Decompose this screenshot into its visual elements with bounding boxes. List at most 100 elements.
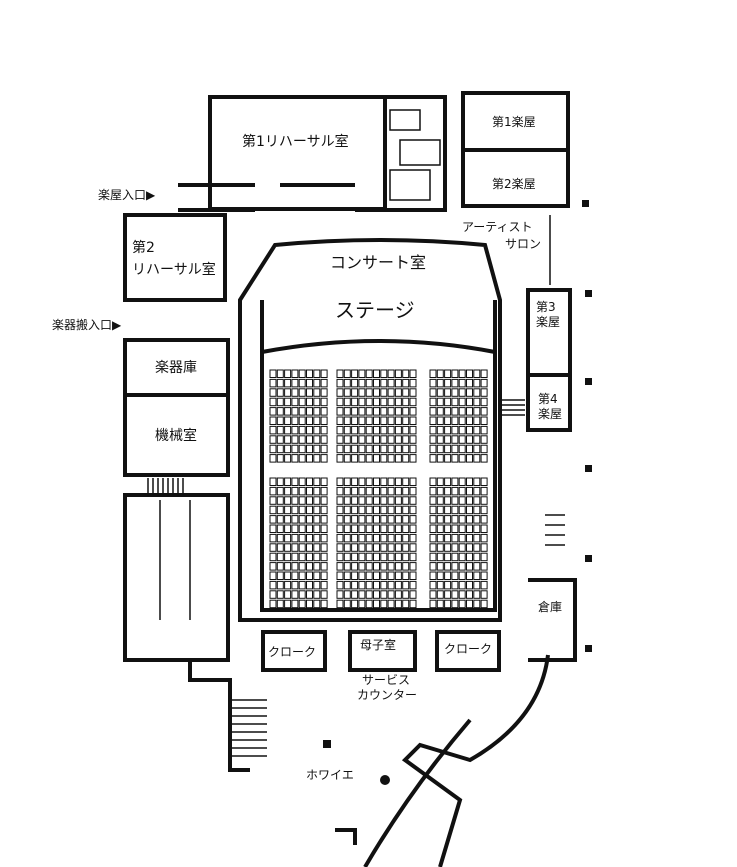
seat [320, 407, 328, 416]
foyer-west-wall [125, 658, 250, 772]
seat [351, 444, 359, 454]
seat [380, 486, 388, 496]
seat [394, 378, 402, 388]
seat [436, 486, 444, 496]
seat [306, 562, 313, 571]
seat [480, 407, 488, 416]
seat [466, 496, 473, 505]
seat [306, 486, 313, 496]
seat [343, 599, 351, 609]
seat [284, 425, 292, 435]
seat [343, 505, 351, 515]
seat [429, 505, 437, 515]
seat [480, 533, 488, 543]
seat [458, 543, 466, 552]
seat [306, 515, 313, 524]
seat [409, 425, 417, 435]
seat [291, 552, 299, 562]
seat [409, 496, 417, 505]
seat [480, 590, 488, 599]
seat [387, 552, 395, 562]
room-rehearsal-2-line2: リハーサル室 [132, 262, 216, 278]
restroom-walls [123, 493, 230, 662]
seat [458, 378, 466, 388]
service-area-walls [355, 95, 447, 212]
seat [336, 444, 344, 454]
seat [480, 369, 488, 378]
seat [380, 505, 388, 515]
seat [458, 590, 466, 599]
seat [394, 552, 402, 562]
seat [466, 533, 473, 543]
seat [402, 496, 410, 505]
seat [373, 425, 380, 435]
seat [313, 416, 321, 425]
seat [306, 496, 313, 505]
seat [402, 435, 410, 444]
seat [373, 435, 380, 444]
seat [343, 524, 351, 533]
seat [358, 515, 366, 524]
seat [358, 533, 366, 543]
seat [313, 435, 321, 444]
seat [336, 454, 344, 463]
seat [351, 496, 359, 505]
seat [473, 435, 481, 444]
seat [409, 562, 417, 571]
seat [480, 486, 488, 496]
seat [409, 599, 417, 609]
seat [269, 416, 277, 425]
seat [298, 435, 306, 444]
seat [298, 524, 306, 533]
seat [473, 388, 481, 397]
seat [269, 552, 277, 562]
seat [336, 477, 344, 486]
seat [373, 562, 380, 571]
seat [365, 407, 373, 416]
seat [351, 425, 359, 435]
seat [444, 435, 452, 444]
seat [436, 444, 444, 454]
seat [451, 524, 459, 533]
seat [402, 477, 410, 486]
seat [365, 599, 373, 609]
seat [380, 444, 388, 454]
seat [373, 407, 380, 416]
seat [409, 515, 417, 524]
seat [320, 590, 328, 599]
seat [320, 486, 328, 496]
seat [358, 486, 366, 496]
seat [284, 533, 292, 543]
seat [291, 416, 299, 425]
seat [466, 407, 473, 416]
seat [373, 515, 380, 524]
seat [343, 444, 351, 454]
seat [429, 416, 437, 425]
seat [298, 369, 306, 378]
seat [343, 416, 351, 425]
seat [436, 416, 444, 425]
seat [429, 524, 437, 533]
seat [358, 378, 366, 388]
seat [291, 571, 299, 580]
seat [351, 524, 359, 533]
seat [387, 515, 395, 524]
seat [313, 599, 321, 609]
seat [343, 407, 351, 416]
seat [473, 505, 481, 515]
seat [298, 552, 306, 562]
room-machine: 機械室 [155, 428, 197, 444]
seat [409, 397, 417, 407]
seat [269, 571, 277, 580]
seat [291, 477, 299, 486]
seat [276, 486, 284, 496]
seat [466, 388, 473, 397]
seat [473, 515, 481, 524]
seat [429, 562, 437, 571]
seat [394, 515, 402, 524]
seat [444, 425, 452, 435]
seat [458, 580, 466, 590]
seat [380, 562, 388, 571]
seat [458, 599, 466, 609]
seat [451, 580, 459, 590]
